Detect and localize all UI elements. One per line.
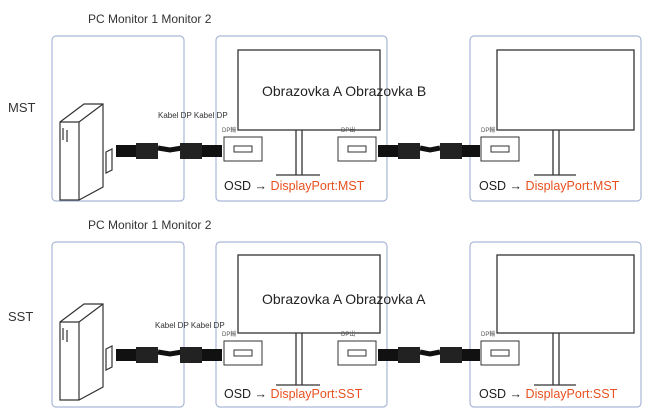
screen-text: Obrazovka A Obrazovka A	[262, 291, 426, 307]
port-label-out: DP出	[341, 128, 356, 134]
osd-prefix: OSD →	[479, 387, 526, 401]
osd-value: DisplayPort:SST	[525, 387, 618, 401]
cable-label: Kabel DP Kabel DP	[155, 321, 225, 330]
dp-cable-1	[116, 347, 222, 363]
dp-out-port-1	[337, 136, 377, 162]
osd-setting: OSD → DisplayPort:MST	[479, 180, 619, 193]
row-sst	[51, 241, 642, 408]
osd-prefix: OSD →	[224, 179, 271, 193]
dp-cable-2	[378, 347, 480, 363]
monitor-1-panel	[215, 35, 388, 202]
monitor-2-icon	[496, 49, 635, 176]
mode-label: MST	[8, 100, 36, 115]
osd-prefix: OSD →	[479, 179, 526, 193]
osd-value: DisplayPort:MST	[270, 179, 365, 193]
monitor-2-panel	[469, 241, 642, 408]
port-label: DP輸	[481, 332, 496, 338]
dp-in-port-1	[223, 136, 263, 162]
pc-tower-icon	[59, 103, 113, 201]
pc-panel	[51, 241, 185, 408]
osd-setting: OSD → DisplayPort:MST	[224, 180, 364, 193]
dp-cable-2	[378, 143, 480, 159]
osd-setting: OSD → DisplayPort:SST	[224, 388, 362, 401]
screen-text: Obrazovka A Obrazovka B	[262, 83, 427, 99]
port-label-out: DP出	[341, 332, 356, 338]
monitor-2-icon	[496, 254, 635, 386]
monitor-2-panel	[469, 35, 642, 202]
port-label: DP輸	[481, 128, 496, 134]
cable-label: Kabel DP Kabel DP	[158, 111, 228, 120]
monitor-1-icon	[237, 49, 381, 176]
monitor-1-icon	[237, 254, 381, 386]
dp-in-port-1	[223, 340, 263, 366]
osd-value: DisplayPort:SST	[270, 387, 363, 401]
monitor-1-panel	[215, 241, 388, 408]
dp-cable-1	[116, 143, 222, 159]
osd-value: DisplayPort:MST	[525, 179, 620, 193]
osd-setting: OSD → DisplayPort:SST	[479, 388, 617, 401]
mode-label: SST	[8, 309, 34, 324]
pc-panel	[51, 35, 185, 202]
dp-out-port-1	[337, 340, 377, 366]
row-mst	[51, 35, 642, 202]
row-header: PC Monitor 1 Monitor 2	[88, 12, 212, 26]
pc-tower-icon	[59, 303, 113, 401]
port-label: DP輸	[222, 128, 237, 134]
osd-prefix: OSD →	[224, 387, 271, 401]
row-header: PC Monitor 1 Monitor 2	[88, 218, 212, 232]
port-label: DP輸	[222, 332, 237, 338]
dp-in-port-2	[480, 340, 520, 366]
dp-in-port-2	[480, 136, 520, 162]
